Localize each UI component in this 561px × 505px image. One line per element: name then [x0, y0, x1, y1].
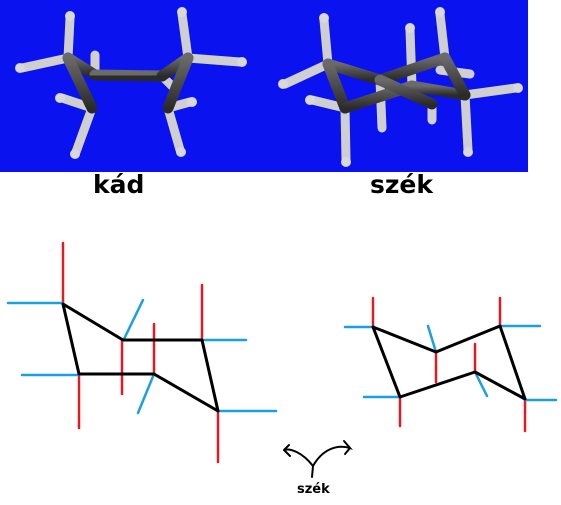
chair-label: szék	[370, 170, 434, 199]
chair-3d-model	[278, 7, 523, 167]
boat-line-drawing	[6, 241, 278, 464]
chair-line-drawing	[343, 296, 558, 433]
small-chair-sketch	[283, 440, 353, 478]
chair-equatorial-bonds	[343, 324, 558, 402]
chair-ring	[371, 324, 527, 401]
chair-small-label: szék	[297, 482, 330, 497]
boat-3d-model	[15, 7, 247, 159]
boat-axial-bonds	[61, 241, 220, 464]
chair-axial-bonds	[371, 296, 527, 433]
molecule-render-panel	[0, 0, 528, 172]
boat-ring	[61, 302, 220, 413]
molecule-models	[15, 7, 523, 167]
boat-label: kád	[93, 170, 145, 199]
boat-equatorial-bonds	[6, 298, 278, 415]
